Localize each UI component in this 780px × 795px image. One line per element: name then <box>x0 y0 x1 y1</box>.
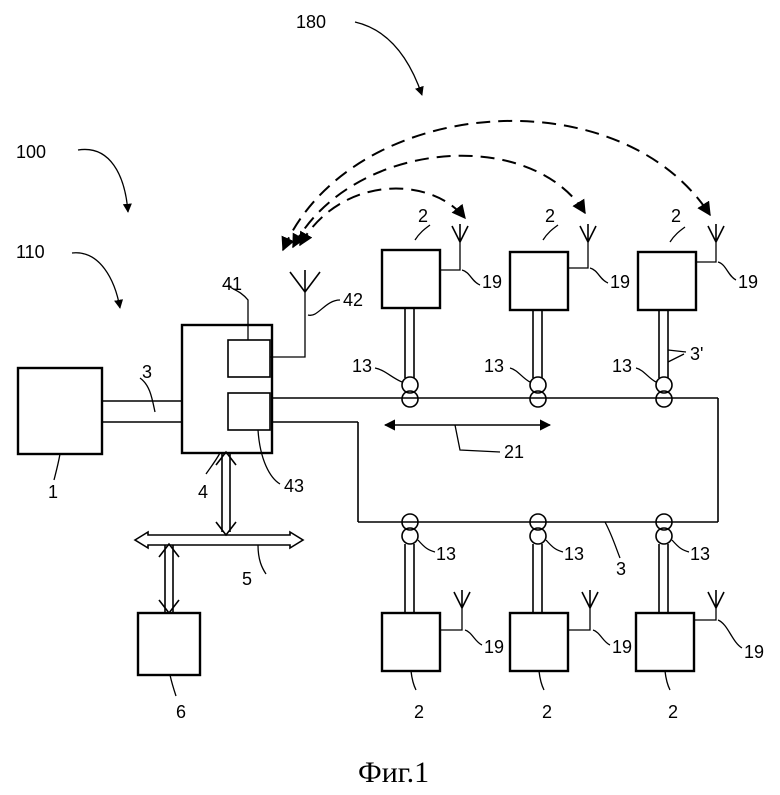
label-line-branch: 3' <box>690 344 703 364</box>
ref-arrow-180 <box>355 22 422 95</box>
label-gateway: 4 <box>198 482 208 502</box>
ref-arrow-100 <box>78 149 128 212</box>
label-module-a: 41 <box>222 274 242 294</box>
label-module-b: 43 <box>284 476 304 496</box>
antenna-icon <box>454 590 470 608</box>
node-bottom-3 <box>636 613 694 671</box>
antenna-icon <box>580 224 596 242</box>
figure-caption: Фиг.1 <box>358 756 429 789</box>
node-bottom-2 <box>510 613 568 671</box>
controller-box <box>18 368 102 454</box>
label-antenna: 19 <box>744 642 764 662</box>
node-top-2 <box>510 252 568 310</box>
ref-arrow-110 <box>72 253 120 308</box>
node-top-3 <box>638 252 696 310</box>
label-coupler: 13 <box>690 544 710 564</box>
terminal-box <box>138 613 200 675</box>
label-antenna: 19 <box>612 637 632 657</box>
radio-link-arc-2 <box>293 156 585 247</box>
label-controller: 1 <box>48 482 58 502</box>
label-antenna: 19 <box>610 272 630 292</box>
label-terminal: 6 <box>176 702 186 722</box>
label-node: 2 <box>671 206 681 226</box>
label-bus: 5 <box>242 569 252 589</box>
label-coupler: 13 <box>484 356 504 376</box>
label-coupler: 13 <box>352 356 372 376</box>
antenna-icon <box>452 224 468 242</box>
antenna-icon <box>582 590 598 608</box>
radio-link-arc-3 <box>283 121 710 250</box>
antenna-icon <box>708 224 724 242</box>
label-antenna-gw: 42 <box>343 290 363 310</box>
label-coupler: 13 <box>612 356 632 376</box>
data-bus <box>135 532 303 548</box>
label-line: 3 <box>142 362 152 382</box>
radio-link-arc-1 <box>300 189 465 245</box>
label-antenna: 19 <box>482 272 502 292</box>
label-line-lower: 3 <box>616 559 626 579</box>
label-radio: 180 <box>296 12 326 32</box>
label-network: 110 <box>16 242 45 262</box>
label-node: 2 <box>668 702 678 722</box>
label-antenna: 19 <box>738 272 758 292</box>
gateway-antenna-icon <box>290 270 320 292</box>
label-system: 100 <box>16 142 46 162</box>
label-range: 21 <box>504 442 524 462</box>
label-node: 2 <box>542 702 552 722</box>
node-top-1 <box>382 250 440 308</box>
label-node: 2 <box>545 206 555 226</box>
node-bottom-1 <box>382 613 440 671</box>
label-node: 2 <box>414 702 424 722</box>
label-coupler: 13 <box>564 544 584 564</box>
antenna-icon <box>708 590 724 608</box>
label-node: 2 <box>418 206 428 226</box>
label-antenna: 19 <box>484 637 504 657</box>
label-coupler: 13 <box>436 544 456 564</box>
